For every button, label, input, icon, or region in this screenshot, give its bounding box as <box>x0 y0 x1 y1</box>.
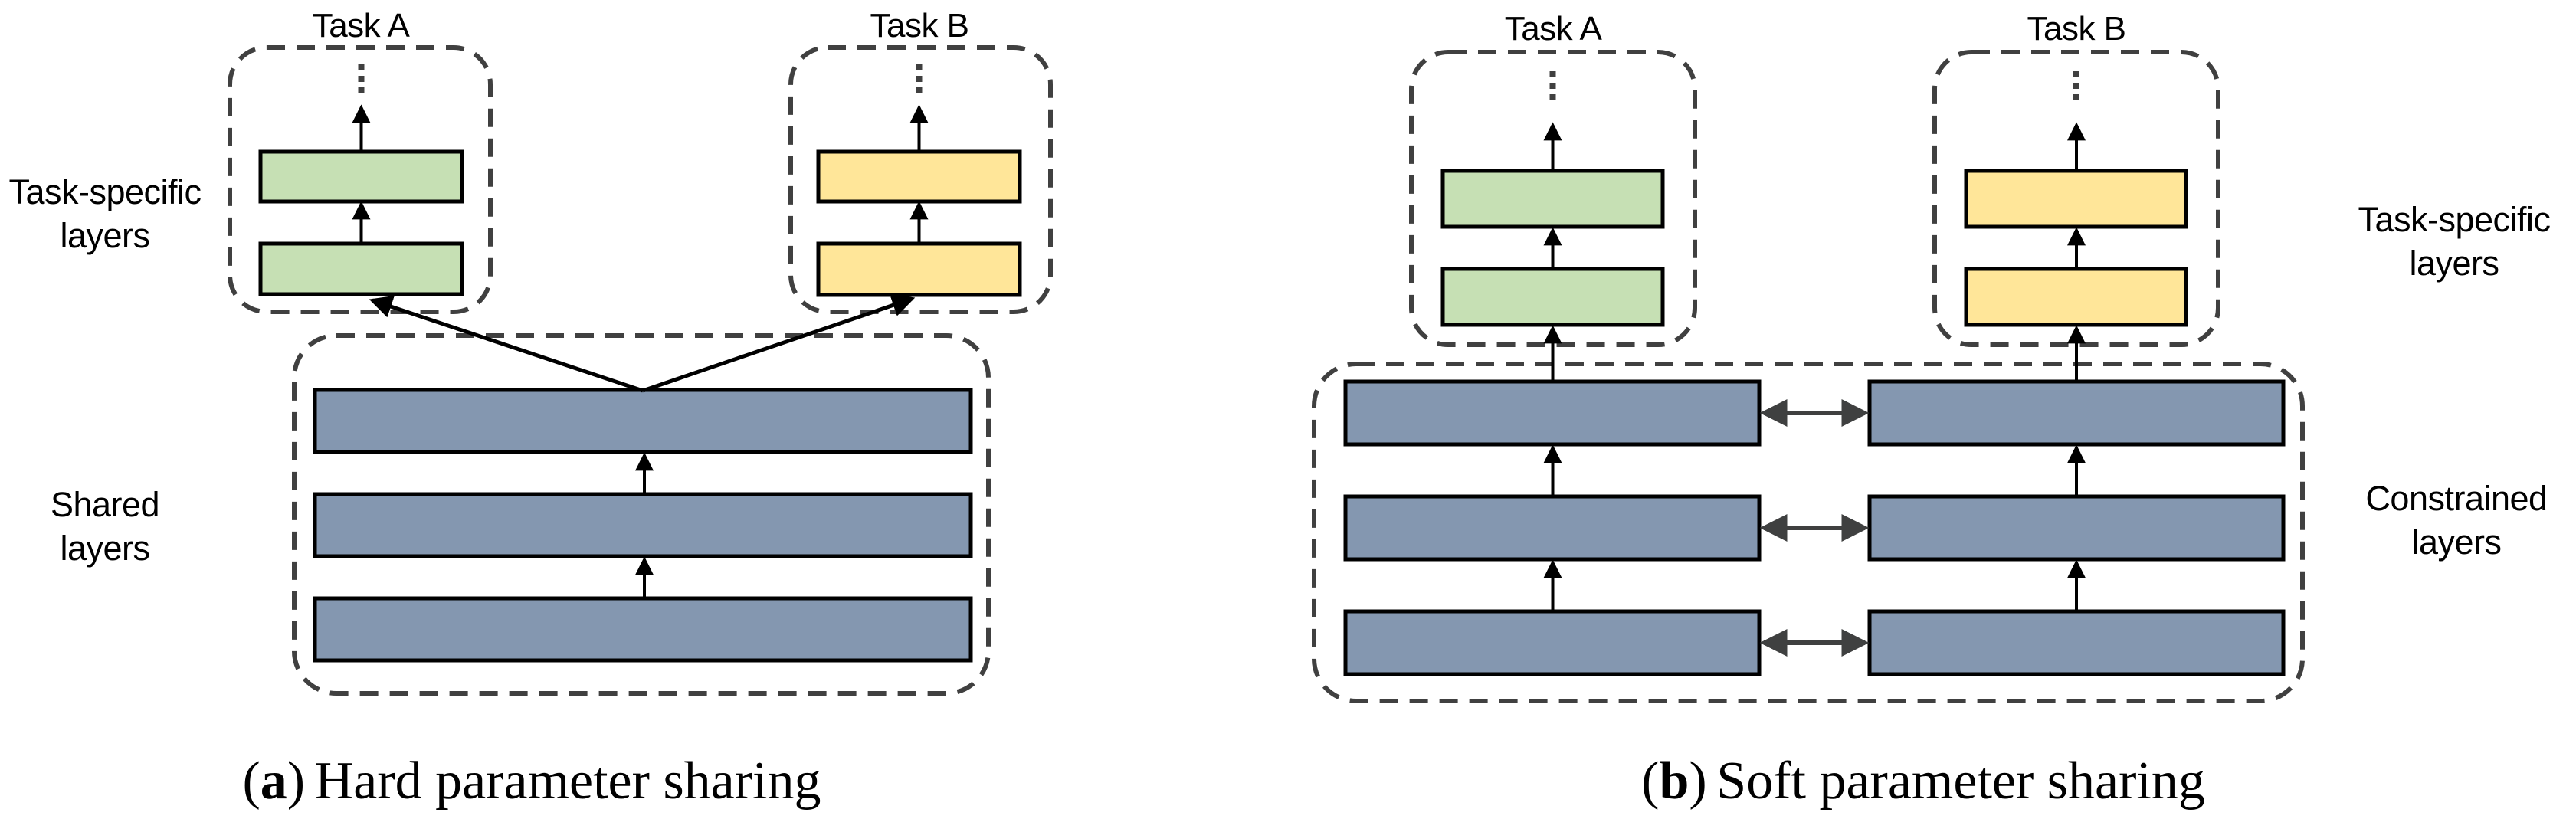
label-line-2: layers <box>60 216 150 255</box>
task-a-layer-box-bottom <box>1440 267 1665 327</box>
constrained-left-box-2 <box>1343 494 1762 562</box>
task-a-layer-box-top <box>1440 169 1665 229</box>
caption-b-open-paren: ( <box>1641 752 1660 811</box>
caption-a-open-paren: ( <box>242 752 261 811</box>
constrained-right-box-3 <box>1867 609 2286 676</box>
task-a-layer-box-top <box>258 149 464 204</box>
panel-a-task-b-label: Task B <box>870 7 969 44</box>
panel-a-task-a-label: Task A <box>312 7 410 44</box>
constrained-left-box-3 <box>1343 609 1762 676</box>
panel-b-task-b-label: Task B <box>2027 10 2126 47</box>
task-b-layer-box-top <box>816 149 1022 204</box>
task-a-layer-box-bottom <box>258 241 464 296</box>
panel-b-task-b-group <box>1932 50 2220 347</box>
task-a-dashed-container <box>1409 50 1697 347</box>
label-line-1: Shared <box>50 485 160 524</box>
shared-layer-box-2 <box>313 492 973 558</box>
panel-b-task-specific-layers-label: Task-specific layers <box>2358 198 2551 285</box>
caption-a-close-paren: ) <box>287 752 306 811</box>
panel-b-task-a-group <box>1409 50 1697 347</box>
constrained-right-box-2 <box>1867 494 2286 562</box>
panel-a-shared-layers-label: Shared layers <box>50 483 160 570</box>
caption-a: (a)Hard parameter sharing <box>242 752 821 811</box>
shared-layer-box-1 <box>313 388 973 454</box>
panel-b-task-a-label: Task A <box>1504 10 1602 47</box>
caption-a-letter: a <box>260 752 287 811</box>
constrained-left-box-1 <box>1343 379 1762 447</box>
panel-b-constrained-group <box>1312 325 2305 703</box>
label-line-1: Task-specific <box>2358 200 2551 239</box>
panel-a-task-specific-layers-label: Task-specific layers <box>8 170 202 257</box>
panel-a-task-a-group <box>228 45 493 314</box>
shared-layer-box-3 <box>313 596 973 663</box>
label-line-2: layers <box>2411 522 2502 562</box>
caption-b-letter: b <box>1659 752 1689 811</box>
panel-b <box>1312 50 2305 703</box>
task-b-layer-box-bottom <box>816 241 1022 297</box>
task-b-dashed-container <box>1932 50 2220 347</box>
branch-arrow-to-task-a <box>369 295 644 393</box>
branch-arrow-to-task-b <box>642 294 916 393</box>
constrained-dashed-container <box>1312 362 2305 703</box>
shared-dashed-container <box>292 333 991 696</box>
label-line-2: layers <box>2409 244 2499 283</box>
task-b-dashed-container <box>788 45 1053 314</box>
caption-b-text: Soft parameter sharing <box>1716 752 2205 811</box>
panel-a <box>228 45 1053 696</box>
panel-a-task-b-group <box>788 45 1053 314</box>
task-b-layer-box-top <box>1964 169 2188 229</box>
task-b-layer-box-bottom <box>1964 267 2188 327</box>
caption-b-close-paren: ) <box>1689 752 1707 811</box>
label-line-1: Task-specific <box>8 172 202 211</box>
task-a-dashed-container <box>228 45 493 314</box>
label-line-2: layers <box>60 529 150 568</box>
panel-b-constrained-layers-label: Constrained layers <box>2365 477 2548 564</box>
caption-a-text: Hard parameter sharing <box>314 752 821 811</box>
constrained-right-box-1 <box>1867 379 2286 447</box>
label-line-1: Constrained <box>2365 479 2548 518</box>
caption-b: (b)Soft parameter sharing <box>1641 752 2205 811</box>
panel-a-shared-group <box>292 333 991 696</box>
